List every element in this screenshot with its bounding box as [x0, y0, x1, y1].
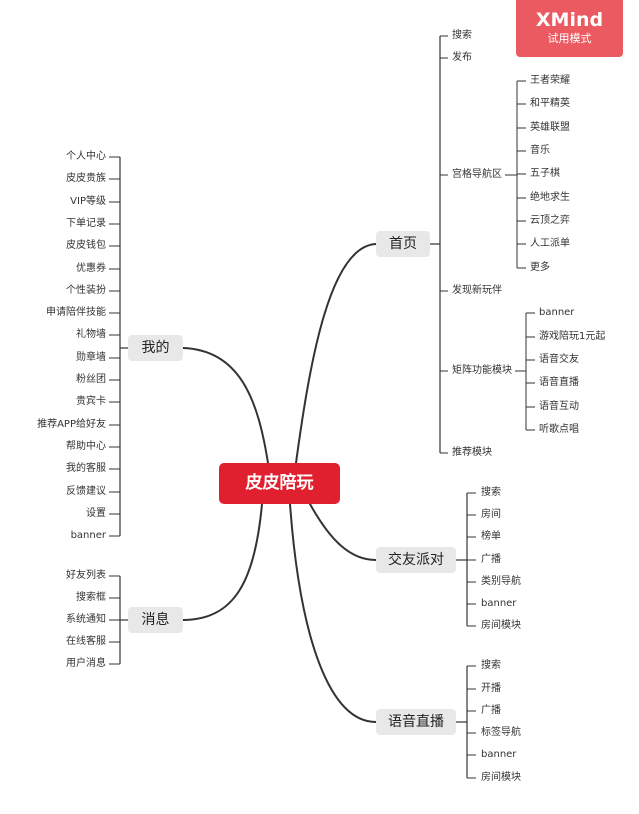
- branch-home[interactable]: 首页: [376, 231, 430, 257]
- party-item[interactable]: 类别导航: [481, 576, 521, 587]
- home-item[interactable]: 宫格导航区: [452, 169, 502, 180]
- grid-nav-item[interactable]: 和平精英: [530, 98, 570, 109]
- mine-item[interactable]: 设置: [86, 508, 106, 519]
- live-item[interactable]: 搜索: [481, 660, 501, 671]
- message-item[interactable]: 用户消息: [66, 658, 106, 669]
- grid-nav-item[interactable]: 英雄联盟: [530, 122, 570, 133]
- branch-message[interactable]: 消息: [128, 607, 183, 633]
- branch-party[interactable]: 交友派对: [376, 547, 456, 573]
- grid-nav-item[interactable]: 音乐: [530, 145, 550, 156]
- home-item[interactable]: 推荐模块: [452, 447, 492, 458]
- curve-root-live: [289, 503, 377, 723]
- home-item[interactable]: 搜索: [452, 30, 472, 41]
- grid-nav-item[interactable]: 绝地求生: [530, 192, 570, 203]
- curve-root-party: [309, 503, 377, 561]
- party-item[interactable]: 广播: [481, 554, 501, 565]
- mine-item[interactable]: 优惠券: [76, 263, 106, 274]
- grid-nav-item[interactable]: 五子棋: [530, 168, 560, 179]
- branch-live[interactable]: 语音直播: [376, 709, 456, 735]
- xmind-logo: XMind: [535, 9, 604, 31]
- mine-item[interactable]: 申请陪伴技能: [46, 307, 106, 318]
- party-item[interactable]: 搜索: [481, 487, 501, 498]
- party-item[interactable]: 榜单: [481, 531, 501, 542]
- matrix-item[interactable]: 听歌点唱: [539, 424, 579, 435]
- party-item[interactable]: 房间模块: [481, 620, 521, 631]
- home-item[interactable]: 发布: [452, 52, 472, 63]
- live-item[interactable]: banner: [481, 749, 517, 760]
- live-item[interactable]: 房间模块: [481, 772, 521, 783]
- matrix-item[interactable]: 语音交友: [539, 354, 579, 365]
- root-topic[interactable]: 皮皮陪玩: [219, 463, 340, 504]
- mine-item[interactable]: 反馈建议: [66, 486, 106, 497]
- mine-item[interactable]: 下单记录: [66, 218, 106, 229]
- curve-root-message: [182, 503, 263, 621]
- mine-item[interactable]: banner: [70, 530, 106, 541]
- trial-mode-label: 试用模式: [547, 32, 592, 45]
- mine-item[interactable]: 勋章墙: [76, 352, 106, 363]
- mine-item[interactable]: 皮皮钱包: [66, 240, 106, 251]
- matrix-item[interactable]: 语音互动: [539, 401, 579, 412]
- party-item[interactable]: 房间: [481, 509, 501, 520]
- mine-item[interactable]: 推荐APP给好友: [37, 419, 106, 430]
- mine-item[interactable]: 个人中心: [66, 151, 106, 162]
- grid-nav-item[interactable]: 王者荣耀: [530, 75, 570, 86]
- home-item[interactable]: 矩阵功能模块: [452, 365, 512, 376]
- mine-item[interactable]: 贵宾卡: [76, 396, 106, 407]
- message-item[interactable]: 系统通知: [66, 614, 106, 625]
- mine-item[interactable]: VIP等级: [70, 196, 106, 207]
- home-item[interactable]: 发现新玩伴: [452, 285, 502, 296]
- mine-item[interactable]: 粉丝团: [76, 374, 106, 385]
- matrix-item[interactable]: 语音直播: [539, 377, 579, 388]
- mine-item[interactable]: 个性装扮: [66, 285, 106, 296]
- curve-root-home: [295, 243, 377, 464]
- message-item[interactable]: 搜索框: [76, 592, 106, 603]
- branch-mine[interactable]: 我的: [128, 335, 183, 361]
- grid-nav-item[interactable]: 人工派单: [530, 238, 570, 249]
- matrix-item[interactable]: 游戏陪玩1元起: [539, 331, 606, 342]
- xmind-watermark: XMind 试用模式: [516, 0, 623, 57]
- message-item[interactable]: 在线客服: [66, 636, 106, 647]
- live-item[interactable]: 开播: [481, 683, 501, 694]
- mine-item[interactable]: 帮助中心: [66, 441, 106, 452]
- matrix-item[interactable]: banner: [539, 307, 575, 318]
- curve-root-mine: [182, 347, 269, 464]
- mine-item[interactable]: 我的客服: [66, 463, 106, 474]
- mine-item[interactable]: 皮皮贵族: [66, 173, 106, 184]
- grid-nav-item[interactable]: 云顶之弈: [530, 215, 570, 226]
- grid-nav-item[interactable]: 更多: [530, 262, 550, 273]
- message-item[interactable]: 好友列表: [66, 570, 106, 581]
- party-item[interactable]: banner: [481, 598, 517, 609]
- mine-item[interactable]: 礼物墙: [76, 329, 106, 340]
- live-item[interactable]: 广播: [481, 705, 501, 716]
- live-item[interactable]: 标签导航: [481, 727, 521, 738]
